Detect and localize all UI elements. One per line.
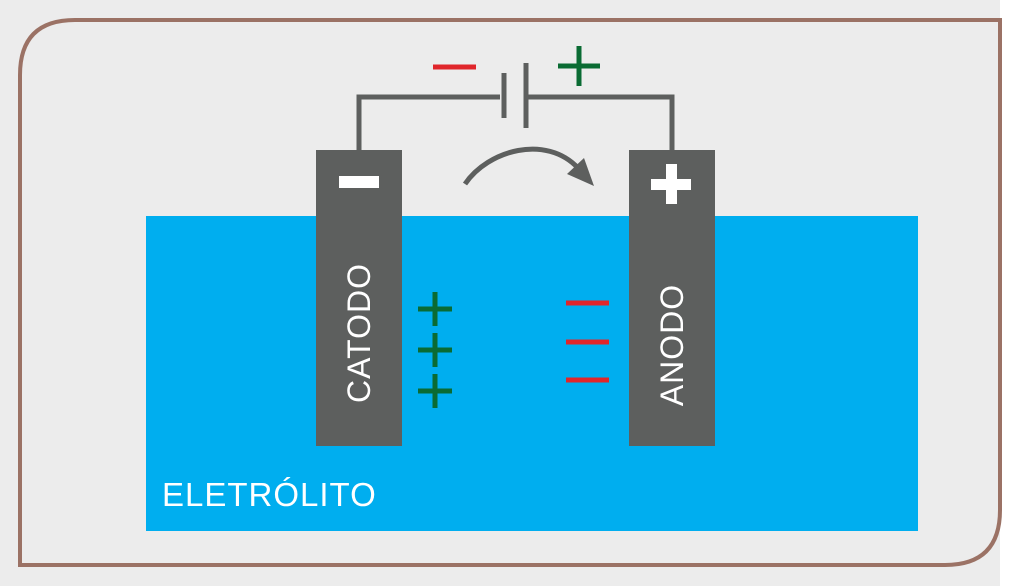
cathode-label: CATODO — [341, 263, 377, 403]
cathode-electrode — [316, 150, 402, 446]
cathode-minus-sign — [339, 176, 379, 188]
frame-border — [18, 18, 1002, 567]
anode-label: ANODO — [654, 283, 690, 407]
positive-charge — [418, 292, 452, 326]
positive-charge — [418, 374, 452, 408]
wire-right — [528, 94, 675, 150]
electrolyte-bath — [146, 216, 918, 531]
positive-charge — [418, 333, 452, 367]
battery-plus-sign — [558, 46, 600, 86]
electrolyte-label: ELETRÓLITO — [162, 476, 377, 513]
anode-plus-sign — [651, 164, 691, 204]
wire-left — [356, 94, 500, 150]
arrowhead-icon — [567, 158, 594, 186]
electron-flow-arrow — [462, 146, 580, 186]
